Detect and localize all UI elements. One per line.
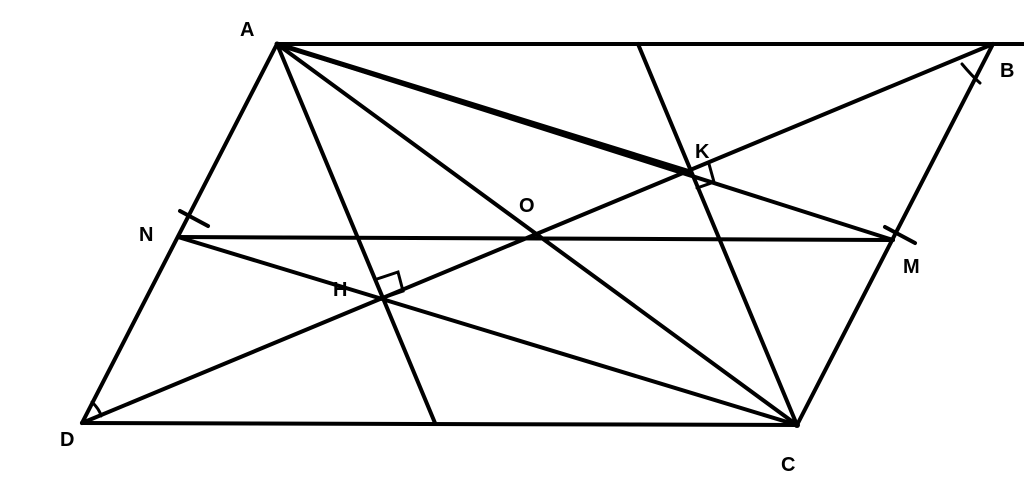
segment-AD <box>80 42 279 425</box>
diagonal-DB <box>80 42 995 425</box>
label-A: A <box>240 19 254 41</box>
right-angle-H <box>375 270 405 300</box>
point-C <box>794 422 800 428</box>
angle-mark-D <box>90 400 103 418</box>
label-C: C <box>781 454 795 476</box>
tick-mark-M <box>883 225 917 245</box>
segment-AK-thick <box>274 41 693 175</box>
line-CK <box>636 42 799 427</box>
angle-mark-B <box>960 62 982 85</box>
label-H: H <box>333 279 347 301</box>
label-B: B <box>1000 60 1014 82</box>
label-M: M <box>903 256 920 278</box>
tick-mark-N <box>178 209 210 228</box>
segment-DC <box>80 421 799 427</box>
label-O: O <box>519 195 535 217</box>
segment-NC <box>176 235 799 427</box>
label-D: D <box>60 429 74 451</box>
line-AH <box>275 42 437 425</box>
label-K: K <box>695 141 710 163</box>
segment-NM <box>176 235 895 242</box>
right-angle-K <box>695 162 716 190</box>
label-N: N <box>139 224 153 246</box>
